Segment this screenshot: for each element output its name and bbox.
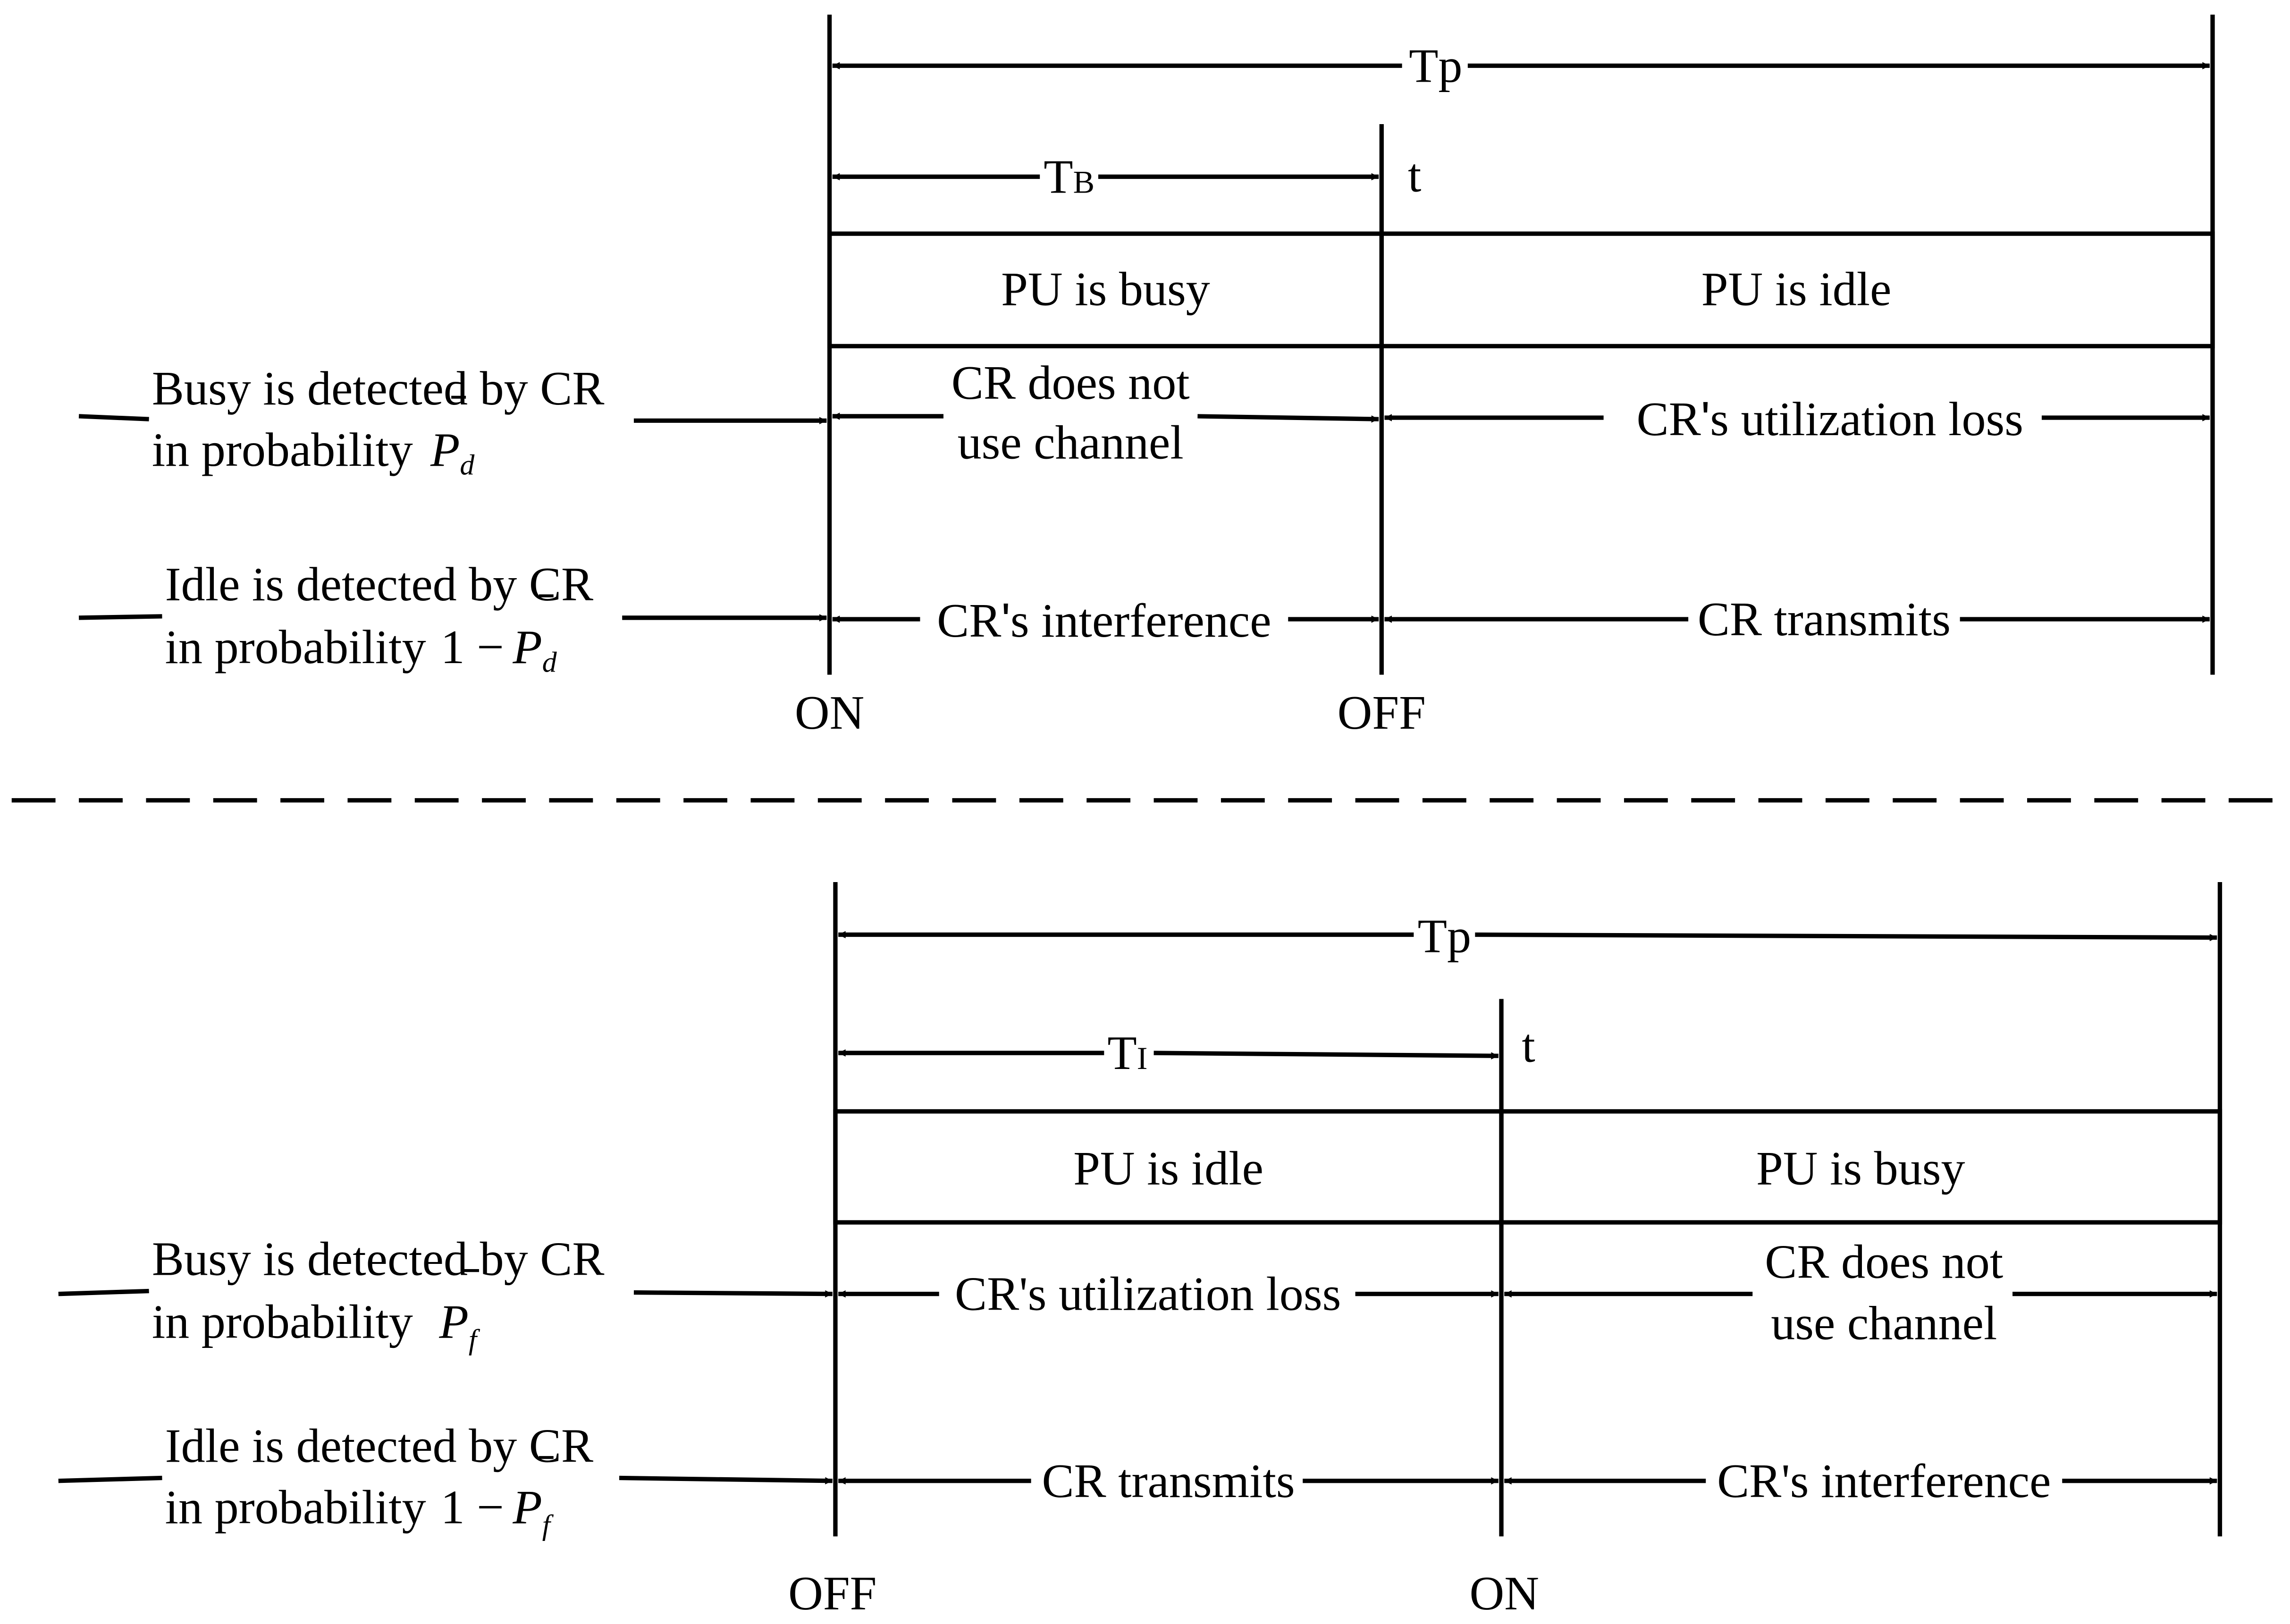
top-row1-lead-tick bbox=[78, 414, 149, 421]
top-row1-left-arrow-r bbox=[1197, 414, 1379, 423]
top-row2-label-line1: Idle is detected by CR bbox=[165, 558, 593, 611]
bottom-tp-arrow-right bbox=[1475, 932, 2217, 942]
bottom-period-label: Tp bbox=[1418, 910, 1471, 963]
bottom-row2-arrow-in bbox=[619, 1475, 833, 1485]
top-diagram bbox=[827, 14, 2215, 675]
bottom-pu-left: PU is idle bbox=[1073, 1142, 1263, 1195]
top-tb-label: TB bbox=[1044, 150, 1094, 203]
bottom-t-label: t bbox=[1522, 1019, 1535, 1073]
bottom-ti-label: TI bbox=[1107, 1027, 1147, 1080]
bottom-ti-arrow-right bbox=[1153, 1051, 1499, 1060]
top-row1-label-line1: Busy is detected by CR bbox=[152, 362, 605, 415]
bottom-pu-status-box bbox=[833, 1109, 2223, 1225]
bottom-off-label: OFF bbox=[788, 1567, 876, 1620]
top-period-label: Tp bbox=[1409, 39, 1462, 93]
bottom-row1-label-line1: Busy is detected by CR bbox=[152, 1232, 605, 1286]
bottom-on-label: ON bbox=[1469, 1567, 1539, 1620]
top-pu-status-box bbox=[827, 231, 2215, 349]
bottom-row1-right-line1: CR does not bbox=[1765, 1236, 2003, 1289]
top-row1-left-line1: CR does not bbox=[951, 356, 1190, 410]
top-row1-right-label: CR's utilization loss bbox=[1637, 392, 2023, 446]
top-row2-left-label: CR's interference bbox=[937, 593, 1271, 648]
top-off-label: OFF bbox=[1338, 686, 1426, 740]
bottom-pu-right: PU is busy bbox=[1756, 1142, 1965, 1195]
bottom-row2-lead-tick bbox=[58, 1475, 162, 1483]
bottom-row1-right-line2: use channel bbox=[1771, 1297, 1997, 1350]
bottom-row1-left-label: CR's utilization loss bbox=[955, 1268, 1341, 1321]
bottom-row2-label-line1: Idle is detected by CR bbox=[165, 1420, 593, 1473]
bottom-row1-lead-tick bbox=[58, 1288, 149, 1296]
bottom-row2-left-label: CR transmits bbox=[1042, 1455, 1295, 1508]
top-row1-left-line2: use channel bbox=[958, 416, 1184, 470]
top-row2-right-label: CR transmits bbox=[1698, 593, 1951, 646]
bottom-row1-arrow-in bbox=[633, 1290, 833, 1298]
top-on-label: ON bbox=[795, 686, 864, 740]
top-pu-left: PU is busy bbox=[1001, 263, 1210, 316]
top-pu-right: PU is idle bbox=[1701, 263, 1892, 316]
top-row2-lead-tick bbox=[79, 614, 162, 620]
top-t-label: t bbox=[1408, 149, 1421, 202]
bottom-row2-right-label: CR's interference bbox=[1717, 1455, 2051, 1508]
